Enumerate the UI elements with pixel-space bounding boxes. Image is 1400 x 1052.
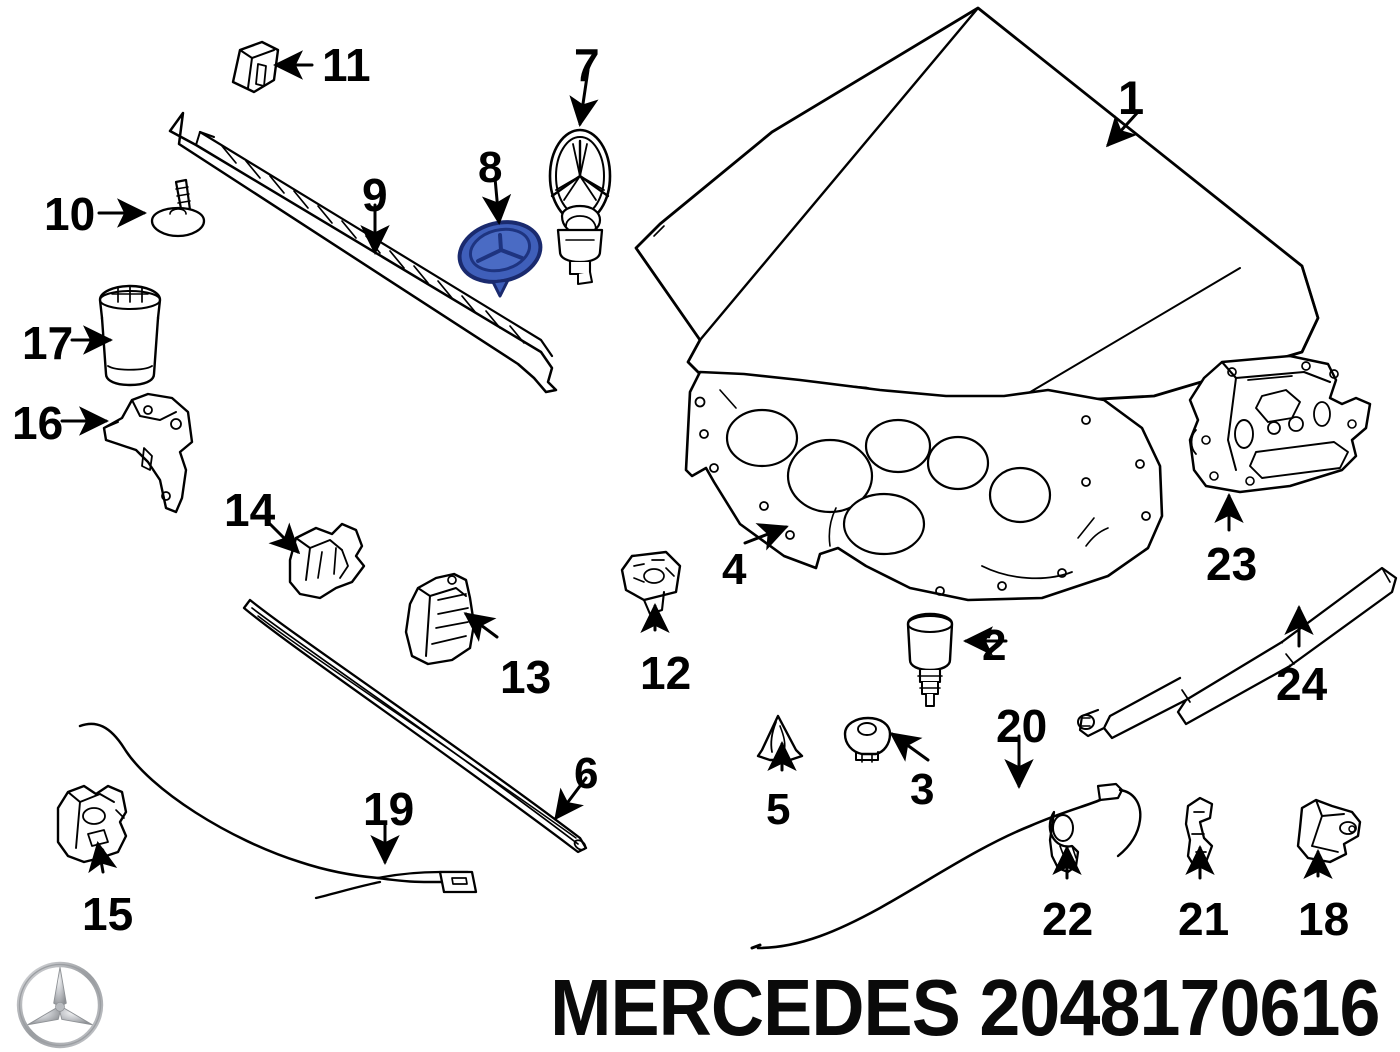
callout-16: 16	[12, 397, 64, 449]
callout-1: 1	[1118, 71, 1145, 124]
callout-7: 7	[574, 39, 600, 91]
callout-4: 4	[722, 545, 747, 594]
callout-5: 5	[766, 785, 791, 834]
part-expanding-rivet	[150, 178, 206, 238]
callout-14: 14	[224, 484, 276, 536]
callout-20: 20	[996, 700, 1048, 752]
leader-8	[481, 176, 512, 225]
part-hinge-bracket	[102, 392, 194, 514]
part-bushing-sleeve	[98, 284, 162, 387]
callout-8: 8	[478, 143, 503, 192]
callout-6: 6	[574, 749, 599, 798]
callout-2: 2	[982, 621, 1007, 670]
part-hood-latch	[56, 784, 128, 864]
callout-22: 22	[1042, 893, 1094, 945]
part-star-emblem-badge-highlight	[457, 220, 543, 298]
part-bracket-clip	[404, 572, 476, 666]
callout-15: 15	[82, 888, 134, 940]
callout-24: 24	[1276, 658, 1328, 710]
part-mounting-clip	[620, 550, 682, 616]
part-hood-release-cable	[750, 782, 1142, 950]
leader-4	[743, 523, 789, 551]
callout-21: 21	[1178, 893, 1230, 945]
part-release-cable-handle	[78, 722, 478, 900]
leader-3	[889, 732, 930, 762]
part-grommet	[843, 716, 892, 763]
leader-14	[266, 520, 301, 555]
leader-7	[569, 68, 599, 127]
leader-1	[1105, 110, 1140, 148]
callout-11: 11	[322, 39, 371, 91]
footer-part-number: MERCEDES 2048170616	[550, 963, 1381, 1052]
leader-15	[88, 841, 118, 874]
part-cable-retainer	[1048, 810, 1080, 874]
part-hood-seal-strip	[242, 598, 588, 854]
callout-23: 23	[1206, 538, 1258, 590]
part-cable-guide-bracket	[1296, 798, 1362, 864]
part-hood-star-ornament	[548, 128, 612, 285]
callout-17: 17	[22, 317, 74, 369]
part-retainer-clip	[756, 714, 804, 762]
mercedes-star-logo	[16, 961, 104, 1049]
part-end-cap-clip	[231, 40, 280, 94]
callout-19: 19	[363, 783, 415, 835]
callout-3: 3	[910, 765, 935, 814]
part-support-bracket	[288, 522, 366, 600]
callout-13: 13	[500, 651, 552, 703]
callout-12: 12	[640, 647, 692, 699]
callout-9: 9	[362, 169, 388, 221]
callout-10: 10	[44, 188, 96, 240]
part-hood-buffer-stop	[906, 612, 954, 707]
leader-13	[463, 612, 499, 642]
leader-6	[554, 776, 588, 821]
callout-18: 18	[1298, 893, 1350, 945]
footer-bar	[0, 958, 1400, 1050]
part-hood-panel	[634, 6, 1320, 406]
part-hood-hinge-assembly	[1188, 354, 1372, 494]
part-gas-strut	[1077, 566, 1398, 740]
part-hood-insulation-pad	[684, 370, 1164, 602]
